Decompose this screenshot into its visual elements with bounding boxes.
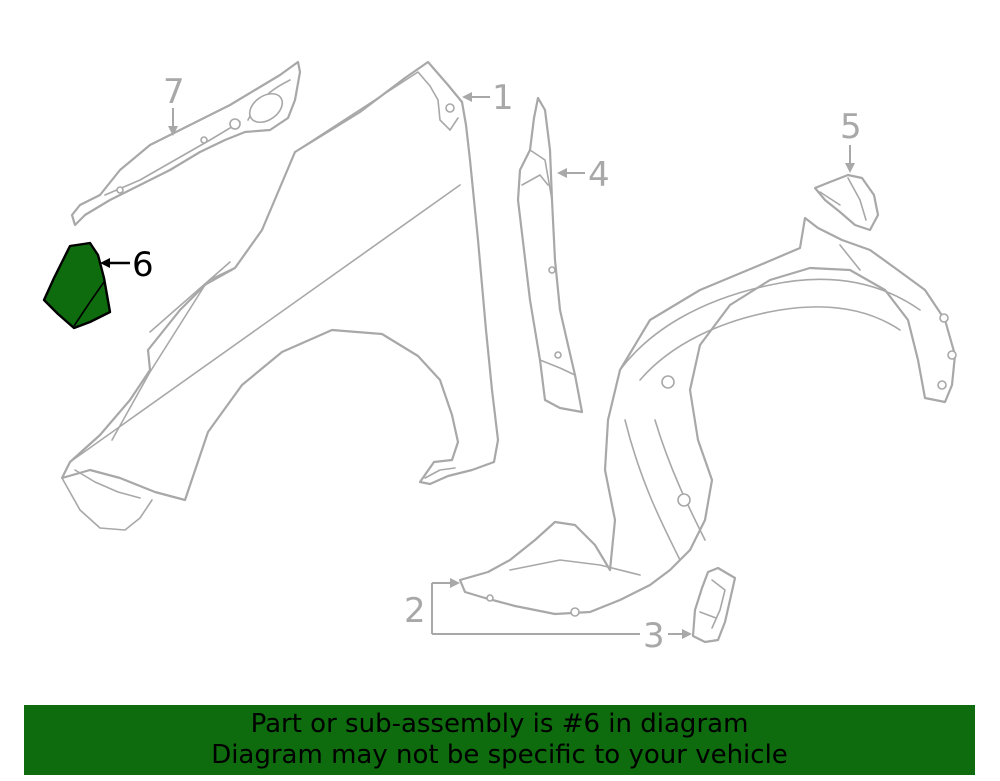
callout-1: 1 [462,78,514,118]
callout-3-label: 3 [643,616,665,656]
part-3-splash-shield[interactable] [691,566,737,644]
callout-6: 6 [100,245,154,285]
callout-2-label: 2 [404,591,426,631]
part-5-bracket[interactable] [813,173,880,232]
callout-5: 5 [840,107,862,173]
part-6-highlighted[interactable] [42,241,112,330]
callout-6-label: 6 [132,245,154,285]
banner-line-2: Diagram may not be specific to your vehi… [211,740,788,770]
banner-line-1: Part or sub-assembly is #6 in diagram [250,709,749,739]
callout-4-label: 4 [588,155,610,195]
callout-1-label: 1 [492,78,514,118]
part-4-fender-seal[interactable] [516,96,584,414]
callout-2-3: 2 3 [404,578,692,656]
part-7-fender-reinforcement[interactable] [70,60,302,227]
part-1-front-fender[interactable] [60,60,500,531]
callout-7: 7 [163,72,185,136]
info-banner: Part or sub-assembly is #6 in diagram Di… [24,705,975,775]
callout-7-label: 7 [163,72,185,112]
part-2-fender-liner[interactable] [458,216,957,617]
parts-diagram: 1 4 5 7 6 2 3 [42,60,957,656]
callout-4: 4 [557,155,610,195]
callout-5-label: 5 [840,107,862,147]
